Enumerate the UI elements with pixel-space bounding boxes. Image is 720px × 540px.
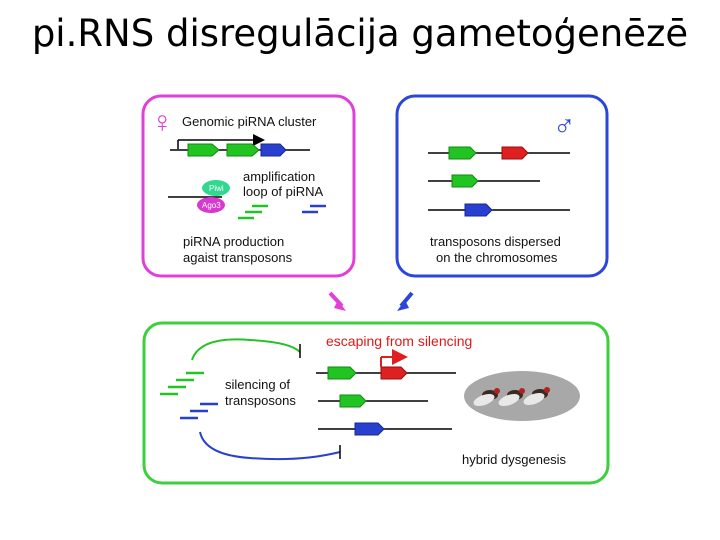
amplification-line1: amplification (243, 169, 315, 184)
male-symbol-icon: ♂ (553, 110, 576, 143)
production-line2: agaist transposons (183, 250, 293, 265)
male-panel: ♂ transposons dispersed on the chromosom… (395, 94, 609, 278)
amplification-line2: loop of piRNA (243, 184, 324, 199)
hybrid-pirna-blue-fragments (180, 402, 218, 420)
production-line1: piRNA production (183, 234, 284, 249)
pirna-green-fragments (238, 204, 268, 220)
transposon-green (448, 146, 477, 160)
fly-icon (473, 388, 500, 407)
escaping-label: escaping from silencing (326, 333, 472, 349)
transposon-green (187, 143, 220, 157)
dysgenesis-label: hybrid dysgenesis (462, 452, 567, 467)
female-panel: ♀ Genomic piRNA cluster Piwi Ago3 amplif… (141, 94, 356, 278)
silencing-line1: silencing of (225, 377, 290, 392)
transposon-green (226, 143, 260, 157)
piwi-label: Piwi (209, 184, 224, 193)
transposon-green (339, 394, 367, 408)
dispersed-line1: transposons dispersed (430, 234, 561, 249)
green-silencing-arrow (191, 338, 301, 361)
merge-arrows (328, 291, 414, 311)
fly-icon (523, 387, 550, 406)
female-panel-border (141, 94, 356, 278)
transposon-blue (464, 203, 493, 217)
hybrid-panel: escaping from silencing silencing of tra… (142, 321, 610, 485)
pirna-blue-fragments (302, 204, 326, 214)
fly-icon (498, 388, 525, 407)
hybrid-panel-border (142, 321, 610, 485)
male-panel-border (395, 94, 609, 278)
transposon-green (451, 174, 479, 188)
fly-photo (464, 371, 580, 421)
cluster-label: Genomic piRNA cluster (182, 114, 317, 129)
ago3-label: Ago3 (202, 201, 221, 210)
hybrid-pirna-green-fragments (160, 371, 204, 396)
transposon-green (327, 366, 357, 380)
transposon-red (501, 146, 529, 160)
female-symbol-icon: ♀ (151, 106, 174, 139)
slide-title: pi.RNS disregulācija gametoģenēzē (31, 12, 689, 55)
blue-silencing-arrow (199, 431, 341, 461)
piwi-protein-icon (202, 180, 230, 196)
transposon-red (380, 366, 408, 380)
transposon-blue (354, 422, 385, 436)
dispersed-line2: on the chromosomes (436, 250, 558, 265)
transposon-blue (260, 143, 287, 157)
ago3-protein-icon (197, 197, 225, 213)
silencing-line2: transposons (225, 393, 296, 408)
